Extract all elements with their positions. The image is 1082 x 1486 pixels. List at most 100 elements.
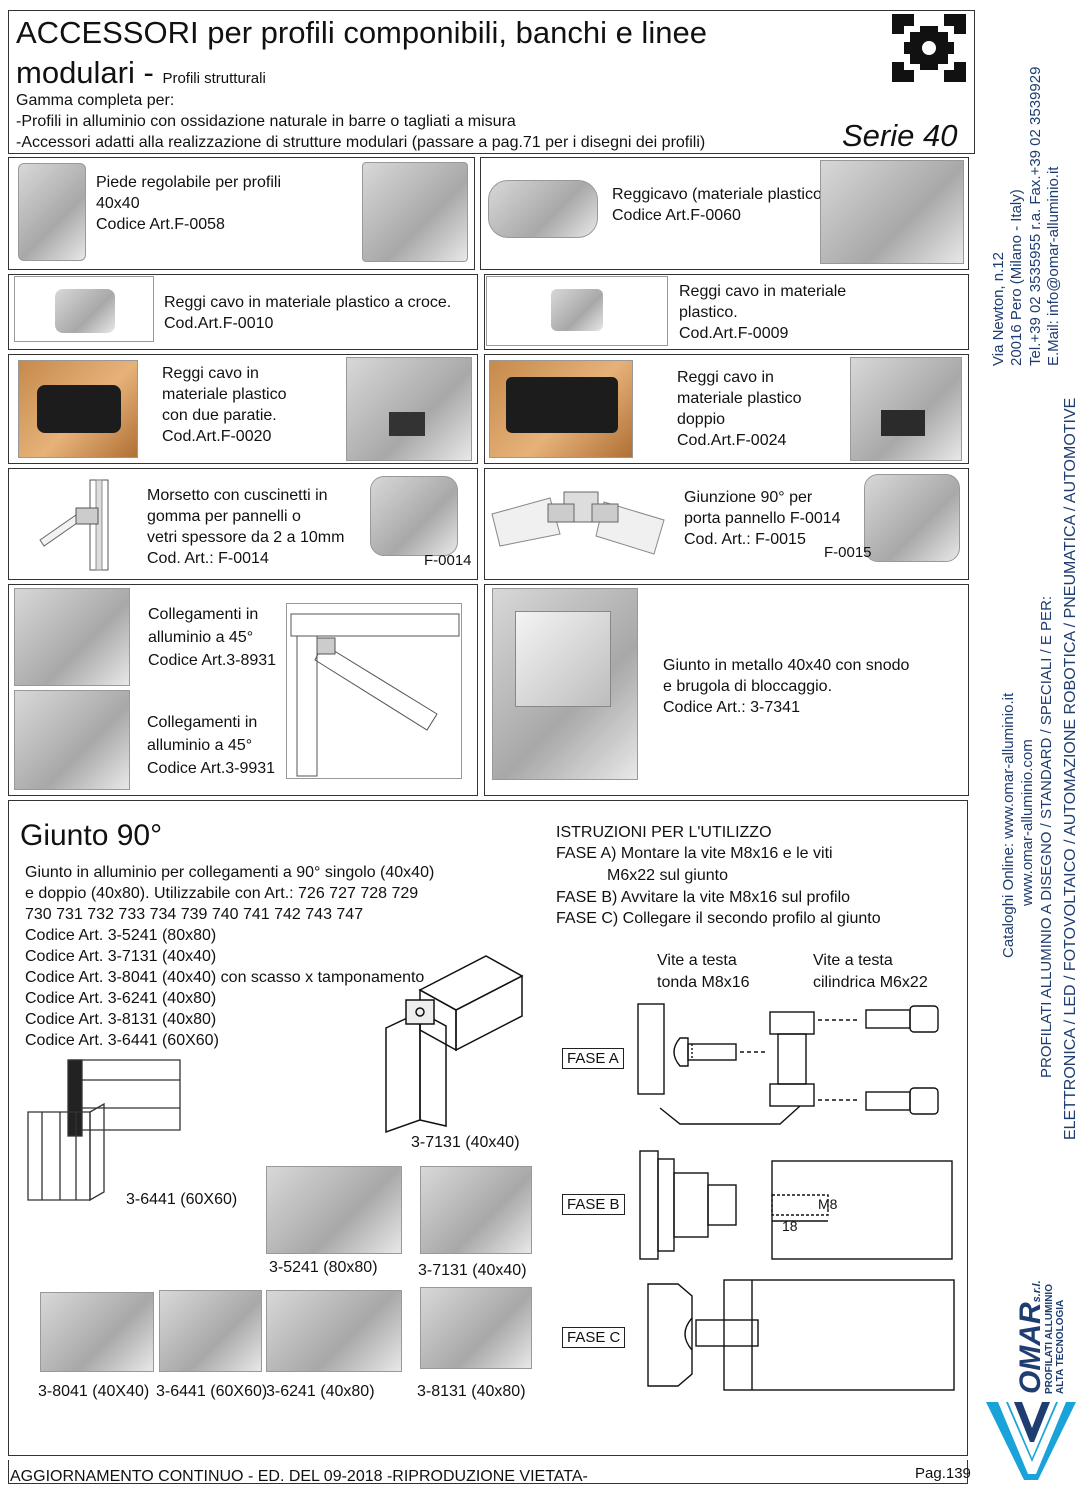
f0015-line3: Cod. Art.: F-0015 (684, 531, 806, 548)
page-title-line1: ACCESSORI per profili componibili, banch… (16, 15, 707, 50)
45deg-connector-8931-photo (14, 588, 130, 686)
footer-notice: AGGIORNAMENTO CONTINUO - ED. DEL 09-2018… (10, 1468, 588, 1485)
range-line2: -Accessori adatti alla realizzazione di … (16, 134, 706, 151)
catalog-online-link[interactable]: Cataloghi Online: www.omar-alluminio.it (1000, 692, 1017, 958)
header-frame (8, 10, 975, 154)
f0009-line2: plastico. (679, 304, 738, 321)
thread-m8-label: M8 (818, 1196, 838, 1212)
omar-logo-icon (984, 1398, 1078, 1482)
giunto-desc-2: 730 731 732 733 734 739 740 741 742 743 … (25, 906, 364, 923)
45deg-assembly-drawing (286, 603, 462, 779)
45deg-connector-9931-photo (14, 690, 130, 790)
cable-holder-on-profile-photo (820, 160, 964, 264)
instr-title: ISTRUZIONI PER L'UTILIZZO (556, 824, 772, 841)
fase-a-drawing (630, 998, 948, 1128)
product-card-f0020 (8, 354, 478, 464)
range-title: Gamma completa per: (16, 92, 175, 109)
fase-a-label: FASE A (562, 1048, 624, 1069)
foot-on-profile-photo (362, 162, 468, 262)
f0024-line4: Cod.Art.F-0024 (677, 432, 787, 449)
45deg-a-line2: alluminio a 45° (148, 629, 254, 646)
f0010-line2: Cod.Art.F-0010 (164, 315, 274, 332)
joint-8041-photo (40, 1292, 154, 1372)
email-address: E.Mail: info@omar-alluminio.it (1045, 166, 1062, 366)
adjustable-foot-photo (18, 163, 86, 261)
f0024-on-profile-photo (850, 357, 962, 461)
screw-round-label-1: Vite a testa (657, 952, 737, 969)
label-7131-photo: 3-7131 (40x40) (418, 1262, 527, 1279)
instr-a: FASE A) Montare la vite M8x16 e le viti (556, 845, 833, 862)
panel-joint-90-drawing (488, 474, 676, 570)
3-7341-line2: e brugola di bloccaggio. (663, 678, 833, 695)
giunto-desc-3: Codice Art. 3-5241 (80x80) (25, 927, 217, 944)
giunto-desc-7: Codice Art. 3-8131 (40x80) (25, 1011, 217, 1028)
product-card-3-7341 (484, 584, 969, 796)
f0015-line2: porta pannello F-0014 (684, 510, 841, 527)
address-line-1: Via Newton, n.12 (990, 252, 1007, 366)
product-card-f0014 (8, 468, 478, 580)
giunto-desc-6: Codice Art. 3-6241 (40x80) (25, 990, 217, 1007)
product-card-f0024 (484, 354, 969, 464)
fase-b-drawing (638, 1147, 954, 1263)
f0020-line1: Reggi cavo in (162, 365, 259, 382)
profile-section-icon (892, 14, 966, 82)
product-card-f0058 (8, 157, 475, 270)
instr-c: FASE C) Collegare il secondo profilo al … (556, 910, 881, 927)
fase-c-label: FASE C (562, 1327, 626, 1348)
f0024-line3: doppio (677, 411, 726, 428)
giunto-desc-4: Codice Art. 3-7131 (40x40) (25, 948, 217, 965)
giunto-desc-0: Giunto in alluminio per collegamenti a 9… (25, 864, 435, 881)
3-7341-line1: Giunto in metallo 40x40 con snodo (663, 657, 910, 674)
two-wall-cable-holder-photo (18, 360, 138, 458)
brand-suffix: s.r.l. (1031, 1280, 1043, 1303)
range-line1: -Profili in alluminio con ossidazione na… (16, 113, 516, 130)
f0020-line4: Cod.Art.F-0020 (162, 428, 272, 445)
f0058-line3: Codice Art.F-0058 (96, 216, 225, 233)
f0024-line2: materiale plastico (677, 390, 802, 407)
footer-frame (8, 1460, 968, 1484)
panel-clamp-drawing (36, 474, 140, 574)
catalog-com-link[interactable]: www.omar-alluminio.com (1019, 739, 1036, 906)
45deg-a-line1: Collegamenti in (148, 606, 259, 623)
product-card-f0010 (8, 274, 478, 350)
tagline-sectors: ELETTRONICA / LED / FOTOVOLTAICO / AUTOM… (1062, 397, 1079, 1140)
product-card-f0009 (484, 274, 969, 350)
instr-b: FASE B) Avvitare la vite M8x16 sul profi… (556, 889, 851, 906)
product-card-45deg (8, 584, 478, 796)
f0015-line1: Giunzione 90° per (684, 489, 813, 506)
giunto-desc-8: Codice Art. 3-6441 (60X60) (25, 1032, 219, 1049)
brand-tagline-2: ALTA TECNOLOGIA (1055, 1299, 1066, 1394)
phone-fax: Tel.+39 02 3535955 r.a. Fax.+39 02 35399… (1027, 66, 1044, 366)
f0058-line2: 40x40 (96, 195, 140, 212)
f0009-line1: Reggi cavo in materiale (679, 283, 847, 300)
joint-6441-profile-drawing (24, 1050, 184, 1204)
series-label: Serie 40 (842, 118, 958, 153)
tagline-profiles: PROFILATI ALLUMINIO A DISEGNO / STANDARD… (1038, 595, 1055, 1078)
joint-5241-photo (266, 1166, 402, 1254)
cable-holder-photo (488, 180, 598, 238)
screw-cyl-label-2: cilindrica M6x22 (813, 974, 928, 991)
giunto-90-section (8, 800, 968, 1456)
page-number: Pag.139 (915, 1465, 971, 1482)
label-5241: 3-5241 (80x80) (269, 1259, 378, 1276)
label-8131: 3-8131 (40x80) (417, 1383, 526, 1400)
fase-c-drawing (640, 1270, 956, 1400)
giunto-90-title: Giunto 90° (20, 819, 163, 852)
pivot-joint-photo (492, 588, 638, 780)
cable-holder-f0009-photo (486, 276, 668, 346)
joint-8131-photo (420, 1287, 532, 1369)
f0020-line3: con due paratie. (162, 407, 277, 424)
page-title-line2: modulari - Profili strutturali (16, 54, 266, 98)
label-6441-drawing: 3-6441 (60X60) (126, 1191, 238, 1208)
45deg-a-line3: Codice Art.3-8931 (148, 652, 277, 669)
f0060-line2: Codice Art.F-0060 (612, 207, 741, 224)
brand-tagline-1: PROFILATI ALLUMINIO (1044, 1284, 1055, 1394)
f0014-line3: vetri spessore da 2 a 10mm (147, 529, 345, 546)
instr-a-cont: M6x22 sul giunto (607, 867, 728, 884)
screw-round-label-2: tonda M8x16 (657, 974, 750, 991)
label-6441-photo: 3-6441 (60X60) (156, 1383, 268, 1400)
f0020-line2: materiale plastico (162, 386, 287, 403)
f0024-line1: Reggi cavo in (677, 369, 774, 386)
giunto-desc-5: Codice Art. 3-8041 (40x40) con scasso x … (25, 969, 425, 986)
brand-omar: OMAR (1014, 1302, 1047, 1394)
